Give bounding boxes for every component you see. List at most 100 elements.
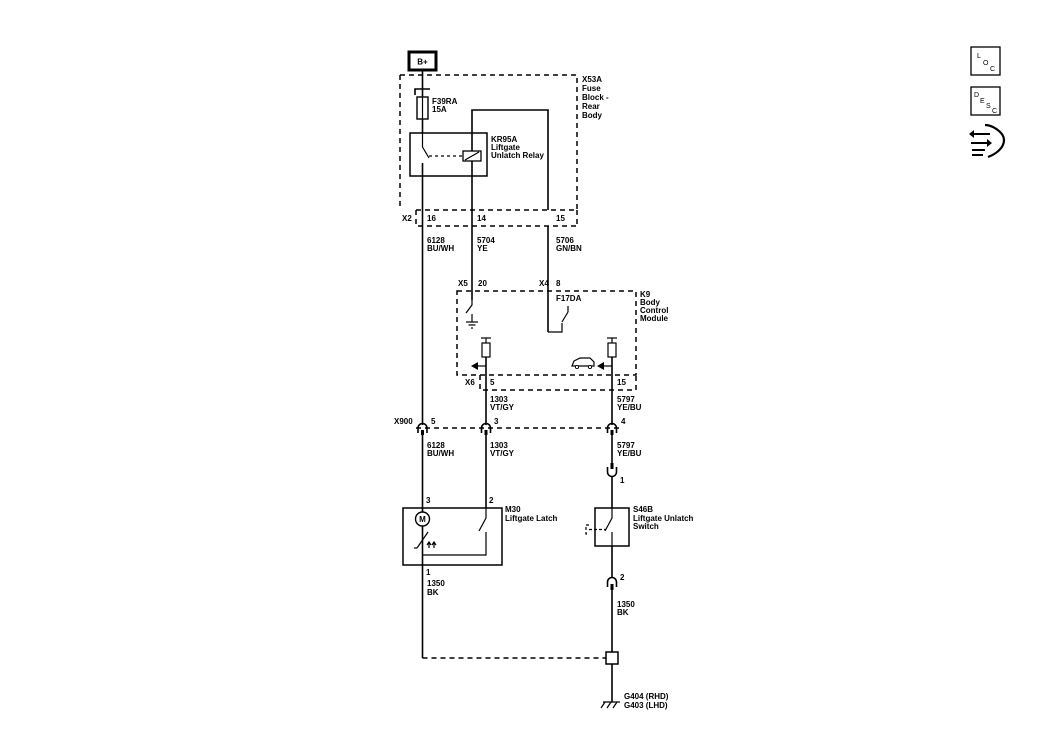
- latch-switch-contact: [478, 508, 487, 532]
- latch-switch-return: [422, 532, 487, 556]
- latch-motor-icon: M: [414, 511, 431, 527]
- x900-pin-3: 3: [494, 417, 499, 426]
- switch-name-1: Liftgate Unlatch: [633, 514, 694, 523]
- wire-5797-upper-color: YE/BU: [617, 403, 642, 412]
- latch-pin-a: 3: [426, 496, 431, 505]
- relay-contact-symbol: [421, 133, 430, 159]
- connector-x2-outline: [415, 209, 578, 227]
- switch-name-2: Switch: [633, 522, 659, 531]
- description-view-button[interactable]: D E S C: [970, 86, 1001, 116]
- latch-position-sensor-icon: [414, 531, 437, 549]
- wire-6128-lower-circuit: 6128: [427, 441, 445, 450]
- fuse-block-name-3: Rear: [582, 102, 600, 111]
- desc-letter-e: E: [980, 98, 985, 105]
- x2-pin-14: 14: [477, 214, 486, 223]
- desc-letter-d: D: [974, 92, 979, 99]
- fuse-block-outline: [399, 74, 578, 210]
- loc-letter-l: L: [977, 53, 981, 60]
- relay-id: KR95A: [491, 135, 517, 144]
- connector-x2-id: X2: [402, 214, 412, 223]
- bcm-input-resistor-1: [471, 337, 491, 375]
- latch-pin-ground: 1: [426, 568, 431, 577]
- wire-6128-lower-color: BU/WH: [427, 449, 454, 458]
- bcm-name-2: Control: [640, 306, 668, 315]
- wire-1350-left-color: BK: [427, 588, 439, 597]
- latch-motor-symbol: M: [419, 515, 426, 524]
- latch-pin-b: 2: [489, 496, 494, 505]
- switch-id: S46B: [633, 505, 653, 514]
- bcm-id: K9: [640, 290, 651, 299]
- switch-contact-symbol: [604, 508, 613, 532]
- chassis-ground-icon: [600, 701, 620, 709]
- latch-name: Liftgate Latch: [505, 514, 558, 523]
- wire-6128-upper-color: BU/WH: [427, 244, 454, 253]
- x900-terminal-5: [417, 422, 428, 435]
- x5-pin: 20: [478, 279, 487, 288]
- liftgate-vehicle-icon: [571, 357, 595, 370]
- x6-pin-5: 5: [490, 378, 495, 387]
- wire-1350-right-circuit: 1350: [617, 600, 635, 609]
- relay-name-1: Liftgate: [491, 143, 520, 152]
- connector-x4-id: X4: [539, 279, 549, 288]
- bcm-name-3: Module: [640, 314, 669, 323]
- relay-coil-feed-wire: [471, 109, 549, 210]
- bcm-low-side-switch: [465, 300, 473, 314]
- wrench-arrows-icon[interactable]: [969, 123, 1006, 159]
- wire-5704-circuit: 5704: [477, 236, 495, 245]
- x900-pin-5: 5: [431, 417, 436, 426]
- wire-5706-color: GN/BN: [556, 244, 582, 253]
- desc-letter-s: S: [986, 103, 991, 110]
- bcm-input-resistor-2: [597, 337, 617, 375]
- bcm-internal-fuse: F17DA: [556, 294, 582, 303]
- bcm-name-1: Body: [640, 298, 661, 307]
- latch-id: M30: [505, 505, 521, 514]
- fuse-block-name-4: Body: [582, 111, 603, 120]
- power-bus-symbol: [414, 88, 430, 95]
- desc-letter-c: C: [992, 108, 997, 115]
- battery-positive-terminal: B+: [407, 50, 438, 72]
- relay-name-2: Unlatch Relay: [491, 151, 544, 160]
- switch-connector-pin-2: [606, 576, 618, 590]
- battery-positive-label: B+: [417, 58, 428, 67]
- wire-1303-lower-circuit: 1303: [490, 441, 508, 450]
- x900-terminal-3: [480, 422, 492, 435]
- switch-pin-bottom: 2: [620, 573, 625, 582]
- ground-splice-pack: [605, 651, 619, 665]
- connector-x6-outline: [479, 375, 637, 391]
- wire-1303-lower-color: VT/GY: [490, 449, 515, 458]
- connector-x6-id: X6: [465, 378, 475, 387]
- bcm-outline: [456, 290, 637, 376]
- fuse-id: F39RA: [432, 97, 458, 106]
- fuse-rating: 15A: [432, 105, 447, 114]
- switch-actuator-icon: [585, 524, 606, 535]
- wire-1350-right-color: BK: [617, 608, 629, 617]
- connector-x900-id: X900: [394, 417, 413, 426]
- wire-5797-upper-circuit: 5797: [617, 395, 635, 404]
- wire-5704-color: YE: [477, 244, 488, 253]
- loc-letter-c: C: [990, 66, 995, 73]
- x2-pin-16: 16: [427, 214, 436, 223]
- wire-5706-circuit: 5706: [556, 236, 574, 245]
- wire-6128-upper-circuit: 6128: [427, 236, 445, 245]
- ground-label-1: G404 (RHD): [624, 692, 669, 701]
- connector-x5-id: X5: [458, 279, 468, 288]
- x900-terminal-4: [606, 422, 618, 435]
- wire-5797-lower-color: YE/BU: [617, 449, 642, 458]
- fuse-block-id: X53A: [582, 75, 602, 84]
- switch-connector-pin-1: [606, 463, 618, 478]
- fuse-block-name-2: Block -: [582, 93, 609, 102]
- switch-pin-top: 1: [620, 476, 625, 485]
- loc-letter-o: O: [983, 60, 989, 67]
- x900-pin-4: 4: [621, 417, 626, 426]
- wire-1303-upper-circuit: 1303: [490, 395, 508, 404]
- x6-pin-15: 15: [617, 378, 626, 387]
- x2-pin-15: 15: [556, 214, 565, 223]
- wire-1350-left-circuit: 1350: [427, 579, 445, 588]
- location-view-button[interactable]: L O C: [970, 46, 1001, 76]
- x4-pin: 8: [556, 279, 561, 288]
- wire-5797-lower-circuit: 5797: [617, 441, 635, 450]
- bcm-internal-ground-icon: [466, 321, 478, 329]
- wire-1303-upper-color: VT/GY: [490, 403, 515, 412]
- fuse-block-name-1: Fuse: [582, 84, 601, 93]
